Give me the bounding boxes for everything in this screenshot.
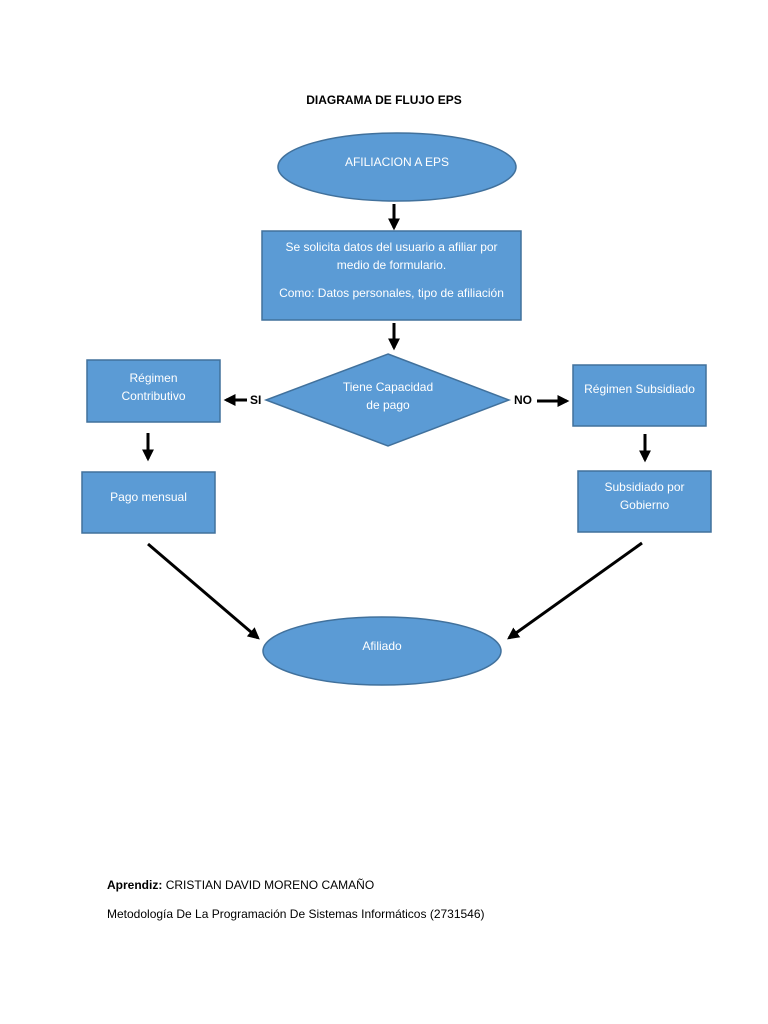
form-label: Se solicita datos del usuario a afiliar … (262, 231, 521, 320)
start-label: AFILIACION A EPS (278, 133, 516, 201)
subsidiado-text: Régimen Subsidiado (584, 382, 695, 396)
form-text-line-2: medio de formulario. (336, 258, 447, 272)
aprendiz-label: Aprendiz: (107, 878, 163, 892)
pago-box (81, 471, 216, 534)
gobierno-text-line-1: Subsidiado por (604, 480, 685, 494)
contributivo-text-line-2: Contributivo (121, 389, 186, 403)
aprendiz-line: Aprendiz: CRISTIAN DAVID MORENO CAMAÑO (107, 878, 374, 892)
decision-text-line-1: Tiene Capacidad (342, 380, 434, 394)
form-text-line-1: Se solicita datos del usuario a afiliar … (285, 240, 498, 254)
decision-diamond (263, 353, 512, 447)
aprendiz-name: CRISTIAN DAVID MORENO CAMAÑO (165, 878, 375, 892)
gobierno-label: Subsidiado por Gobierno (578, 471, 711, 521)
end-text: Afiliado (362, 639, 402, 653)
end-label: Afiliado (263, 617, 501, 685)
form-box (261, 230, 522, 321)
subsidiado-box (572, 364, 707, 427)
decision-text-line-2: de pago (366, 398, 410, 412)
diagram-title: DIAGRAMA DE FLUJO EPS (306, 93, 462, 107)
contributivo-text-line-1: Régimen (129, 371, 178, 385)
no-label: NO (514, 393, 532, 407)
course-line: Metodología De La Programación De Sistem… (107, 907, 485, 921)
decision-label: Tiene Capacidad de pago (300, 376, 476, 416)
arrow-gobierno-to-end (507, 541, 643, 640)
contributivo-label: Régimen Contributivo (87, 360, 220, 414)
arrow-pago-to-end (147, 542, 260, 640)
form-text-detail: Como: Datos personales, tipo de afiliaci… (279, 286, 504, 300)
contributivo-box (86, 359, 221, 423)
start-text: AFILIACION A EPS (344, 155, 450, 169)
start-ellipse (277, 132, 517, 202)
gobierno-text-line-2: Gobierno (619, 498, 670, 512)
end-ellipse (262, 616, 502, 686)
subsidiado-label: Régimen Subsidiado (573, 365, 706, 413)
gobierno-box (577, 470, 712, 533)
pago-label: Pago mensual (82, 472, 215, 522)
yes-label: SI (250, 393, 262, 407)
pago-text: Pago mensual (110, 490, 187, 504)
